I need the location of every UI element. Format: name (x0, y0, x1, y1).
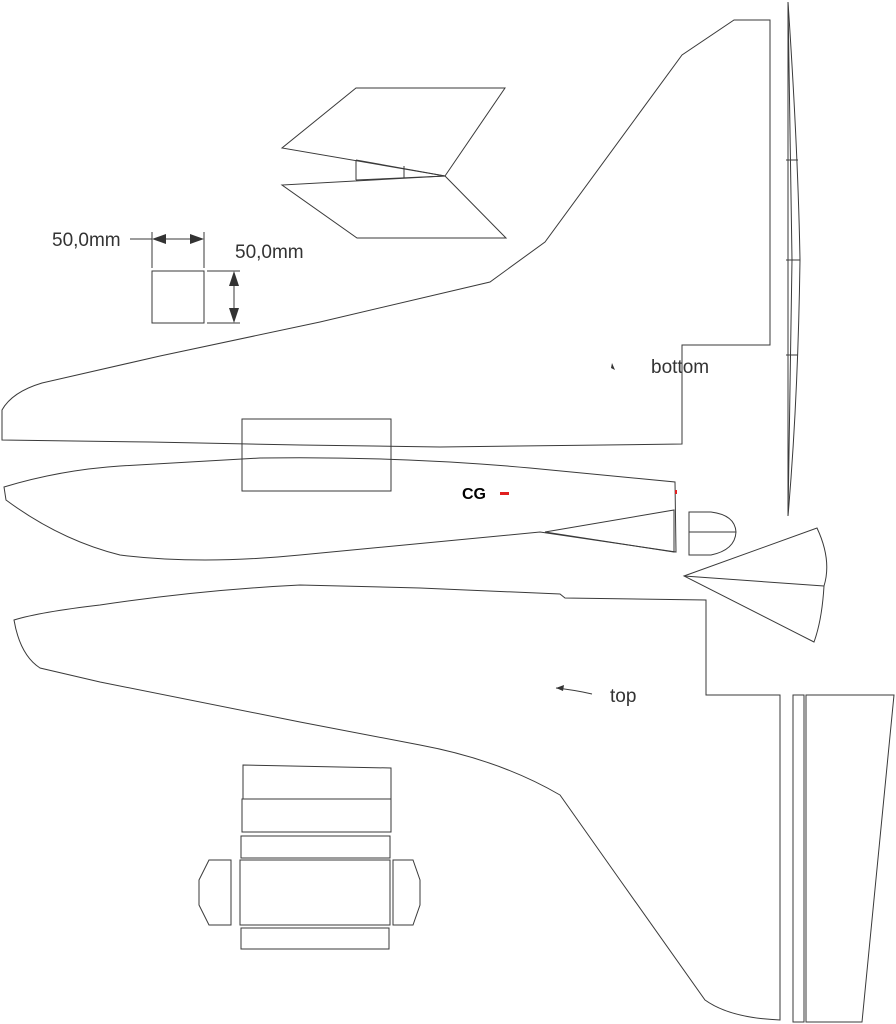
canopy-fold-lower (355, 175, 446, 181)
canopy-piece (280, 87, 508, 239)
fuselage-outline (3, 457, 677, 561)
elevon-narrow-strip (792, 694, 805, 1023)
dim-height-label: 50,0mm (235, 242, 304, 263)
stabilizer-center (787, 1, 793, 261)
nose-cone-outline (688, 511, 737, 556)
canopy-upper-panel (280, 87, 506, 177)
fuselage-tail-wedge (544, 509, 675, 553)
stabilizer-center-lower (787, 259, 793, 517)
box-lid-panel (242, 764, 392, 800)
wing-top-half: top (13, 584, 781, 1021)
wing-bottom-outline (1, 19, 771, 448)
cg-marker-edge (675, 490, 677, 494)
elevon-strips (792, 694, 895, 1023)
fin-piece (682, 527, 828, 643)
arrow-up-icon (229, 271, 239, 286)
cg-marker (500, 492, 509, 495)
fin-fold (683, 575, 825, 587)
bottom-pointer-icon (611, 363, 615, 370)
wing-top-outline (13, 584, 781, 1021)
fuselage-profile: CG (3, 457, 677, 561)
stabilizer-outline (787, 1, 801, 517)
nose-cone-piece (688, 511, 737, 556)
box-end-right (392, 859, 421, 926)
wing-bottom-half: bottom (1, 19, 771, 448)
arrow-right-icon (190, 234, 204, 244)
top-pointer-icon (556, 685, 564, 691)
box-base-panel (239, 859, 391, 926)
dim-width-label: 50,0mm (52, 230, 121, 251)
center-spar-box (241, 418, 392, 492)
scale-square (151, 270, 205, 324)
box-strip-top (240, 835, 391, 859)
cg-label: CG (462, 486, 486, 503)
canopy-fold-upper (355, 159, 446, 177)
canopy-lower-panel (280, 175, 508, 239)
arrow-down-icon (229, 308, 239, 323)
elevon-wide-strip (805, 694, 895, 1023)
box-side-panel (241, 798, 392, 833)
box-strip-bottom (240, 927, 390, 950)
stabilizer-strip (786, 1, 801, 517)
scale-reference: 50,0mm 50,0mm (52, 230, 304, 324)
box-end-left (198, 859, 232, 926)
top-label: top (610, 686, 636, 707)
arrow-left-icon (152, 234, 166, 244)
bottom-label: bottom (651, 357, 709, 378)
box-parts (198, 764, 421, 950)
